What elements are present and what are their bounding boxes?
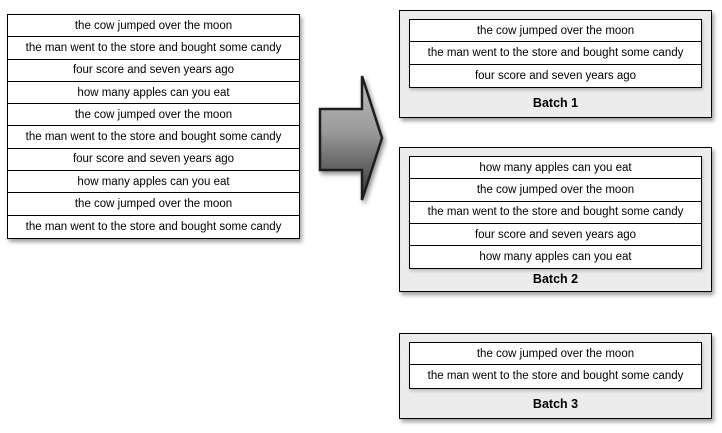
batch-1-label: Batch 1 xyxy=(532,96,579,110)
sentence-row: four score and seven years ago xyxy=(410,224,701,247)
batch-3-label: Batch 3 xyxy=(532,397,579,411)
sentence-row: how many apples can you eat xyxy=(8,171,299,194)
sentence-row: the man went to the store and bought som… xyxy=(410,202,701,224)
batch-3-sentence-table: the cow jumped over the moon the man went… xyxy=(409,342,702,389)
sentence-row: the cow jumped over the moon xyxy=(410,179,701,202)
batch-2-label: Batch 2 xyxy=(532,272,579,287)
sentence-row: how many apples can you eat xyxy=(410,157,701,180)
sentence-row: the cow jumped over the moon xyxy=(8,104,299,127)
sentence-row: four score and seven years ago xyxy=(8,149,299,172)
sentence-row: the man went to the store and bought som… xyxy=(427,370,684,383)
sentence-row: how many apples can you eat xyxy=(8,82,299,105)
sentence-row: the man went to the store and bought som… xyxy=(8,37,299,60)
sentence-row: the cow jumped over the moon xyxy=(8,15,299,38)
sentence-row: how many apples can you eat xyxy=(479,251,632,264)
sentence-row: four score and seven years ago xyxy=(474,69,637,82)
sentence-row: the man went to the store and bought som… xyxy=(410,42,701,65)
sentence-row: the man went to the store and bought som… xyxy=(25,220,282,233)
sentence-row: the cow jumped over the moon xyxy=(410,20,701,43)
sentence-row: the man went to the store and bought som… xyxy=(8,126,299,149)
sentence-row: the cow jumped over the moon xyxy=(8,193,299,216)
sentence-row: the cow jumped over the moon xyxy=(410,343,701,366)
right-arrow-icon xyxy=(318,75,384,201)
sentence-row: four score and seven years ago xyxy=(8,60,299,82)
batch-box-3: the cow jumped over the moon the man went… xyxy=(399,333,712,419)
